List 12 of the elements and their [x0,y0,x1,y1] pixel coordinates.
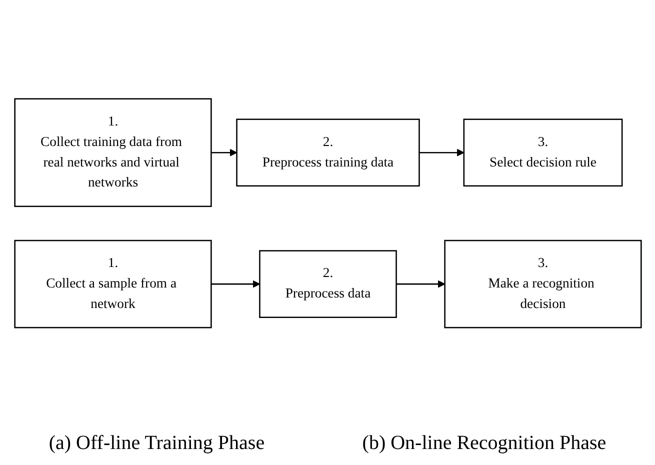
node-box: 1. Collect a sample from a network [14,240,212,328]
node-box: 3. Select decision rule [462,118,622,186]
arrow [210,148,237,156]
arrow [418,148,464,156]
node-box: 3. Make a recognition decision [444,240,642,328]
arrow [396,280,445,288]
node-box: 2. Preprocess data [258,250,396,318]
node-box: 2. Preprocess training data [236,118,420,186]
arrow [210,280,260,288]
caption-text: (b) On-line Recognition Phase [362,432,606,455]
caption-text: (a) Off-line Training Phase [48,432,265,455]
node-box: 1. Collect training data from real networks and virtual networks [14,98,212,207]
